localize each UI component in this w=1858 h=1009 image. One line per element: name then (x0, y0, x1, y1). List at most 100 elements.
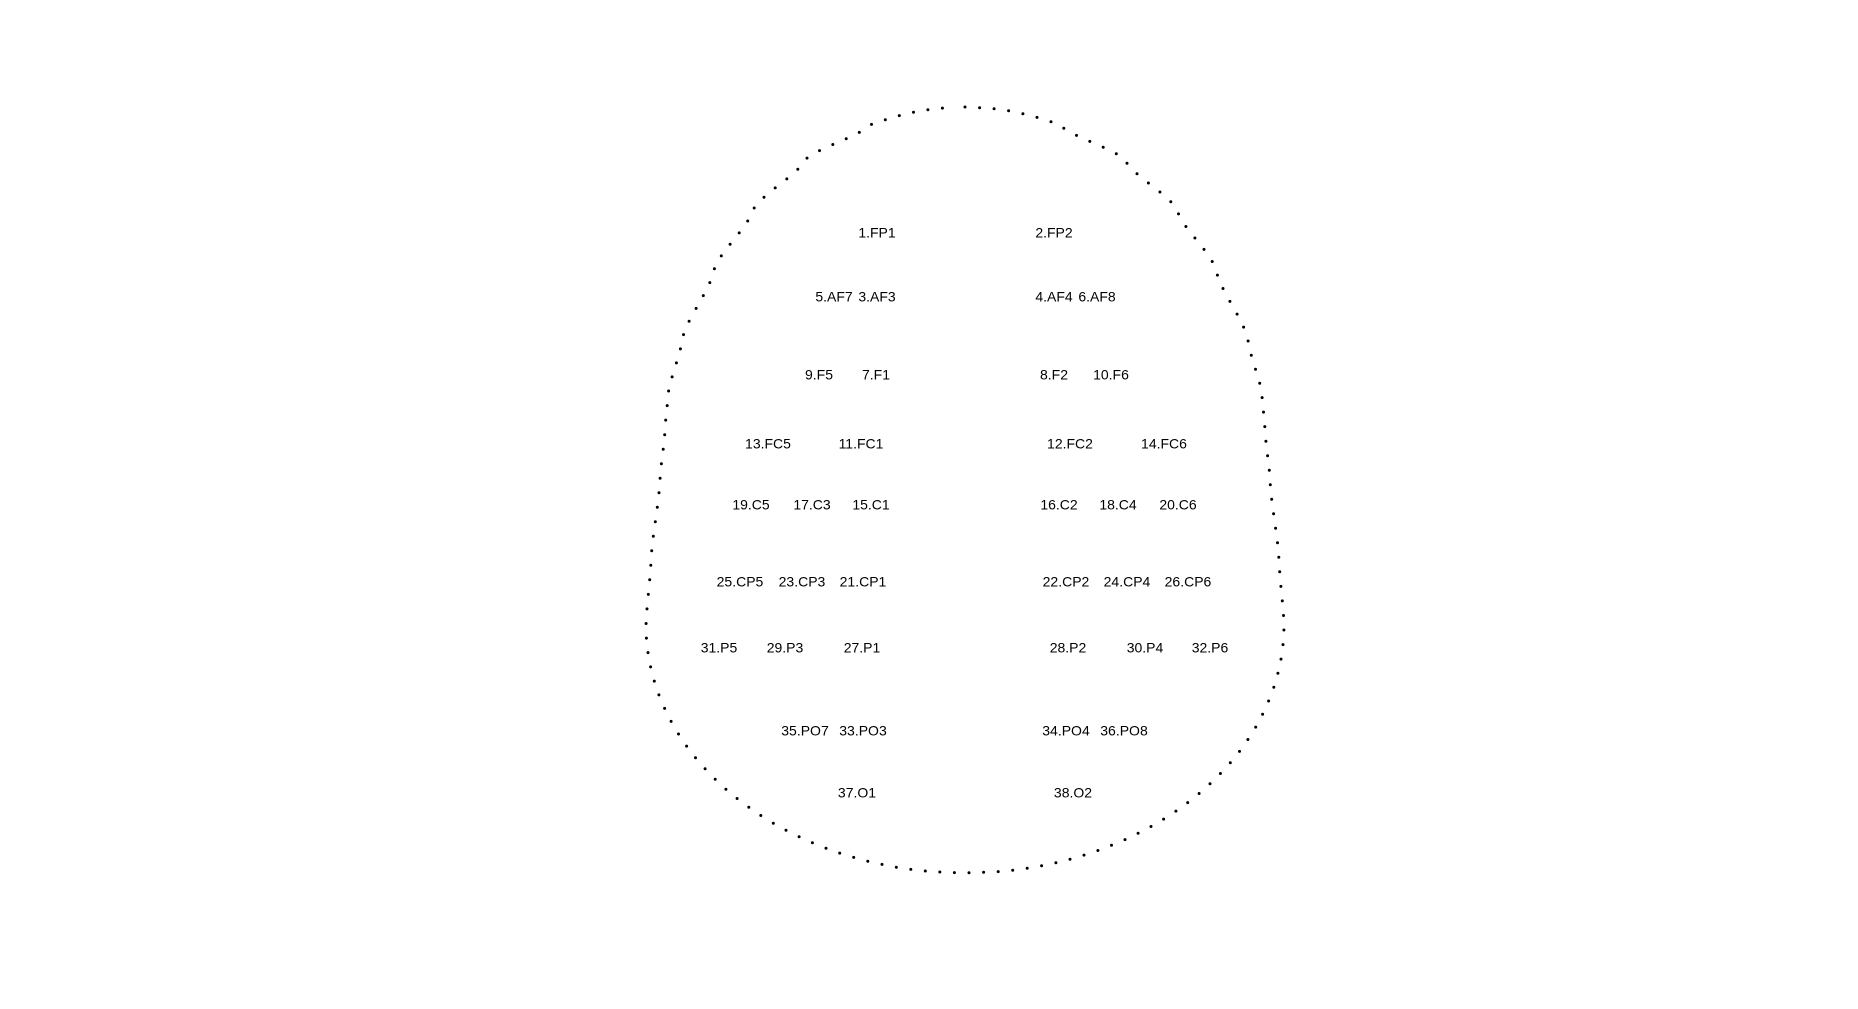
head-outline-dot (708, 281, 712, 285)
head-outline-dot (844, 137, 848, 141)
head-outline-dot (752, 206, 756, 210)
head-outline-dot (1228, 299, 1232, 303)
head-outline-dot (1282, 614, 1285, 617)
head-outline-dot (1249, 353, 1253, 357)
electrode-label-af7: 5.AF7 (815, 289, 853, 305)
head-outline-dot (1082, 853, 1086, 857)
electrode-label-af4: 4.AF4 (1035, 289, 1073, 305)
electrode-label-af3: 3.AF3 (858, 289, 896, 305)
electrode-label-c4: 18.C4 (1099, 497, 1137, 513)
electrode-label-po3: 33.PO3 (839, 723, 887, 739)
head-outline-dot (747, 805, 751, 809)
head-outline-dot (870, 122, 873, 126)
head-outline-dot (1267, 468, 1271, 472)
head-outline-dot (838, 851, 842, 855)
electrode-label-po8: 36.PO8 (1100, 723, 1148, 739)
head-outline-dot (883, 118, 887, 122)
head-outline-dot (694, 756, 697, 760)
head-outline-dot (1215, 273, 1219, 277)
head-outline-dot (1007, 109, 1011, 113)
head-outline-dot (659, 462, 663, 466)
head-outline-dot (1075, 133, 1078, 137)
head-outline-dot (667, 389, 671, 393)
head-outline-dot (1263, 425, 1267, 429)
head-outline-dot (996, 870, 1000, 874)
head-outline-dot (909, 867, 913, 871)
electrode-label-c2: 16.C2 (1040, 497, 1078, 513)
head-outline-dot (665, 404, 669, 408)
head-outline-dot (1277, 555, 1281, 559)
head-outline-dot (1054, 861, 1058, 865)
electrode-label-po7: 35.PO7 (781, 723, 829, 739)
electrode-label-p5: 31.P5 (701, 640, 738, 656)
head-outline-dot (1280, 599, 1284, 603)
head-outline-dot (940, 106, 944, 110)
head-outline-dot (1221, 287, 1225, 290)
head-outline-dot (1021, 112, 1025, 116)
head-outline-dot (852, 855, 856, 859)
electrode-label-o1: 37.O1 (838, 785, 876, 801)
head-outline-dot (824, 846, 828, 850)
head-outline-dot (657, 491, 661, 495)
head-outline-dot (663, 706, 667, 710)
head-outline-dot (1025, 866, 1029, 870)
head-outline-dot (938, 870, 942, 874)
head-outline-dot (1228, 761, 1232, 765)
head-outline-dot (1258, 381, 1262, 385)
electrode-label-c3: 17.C3 (793, 497, 831, 513)
head-outline-dot (657, 693, 661, 697)
head-outline-dot (857, 130, 861, 134)
head-outline-dot (670, 375, 674, 379)
head-outline-dot (746, 219, 750, 223)
head-outline-dot (1162, 817, 1166, 821)
head-outline-dot (912, 110, 915, 114)
head-outline-dot (1186, 801, 1190, 805)
electrode-label-fc1: 11.FC1 (839, 436, 884, 452)
electrode-label-af8: 6.AF8 (1078, 289, 1116, 305)
head-outline-dot (1272, 512, 1276, 516)
electrode-label-fp2: 2.FP2 (1035, 225, 1073, 241)
head-outline-dot (1270, 497, 1274, 501)
head-outline-dot (701, 294, 705, 298)
head-outline-dot (1279, 584, 1283, 588)
head-outline-dot (1062, 126, 1066, 130)
head-outline-dot (1011, 868, 1015, 872)
head-outline-dot (687, 319, 691, 323)
head-outline-dot (1267, 699, 1271, 703)
head-outline-dot (1272, 685, 1276, 689)
head-outline-dot (1282, 628, 1286, 632)
head-outline-dot (1262, 410, 1265, 414)
head-outline-dot (880, 862, 884, 866)
head-outline-dot (682, 333, 685, 337)
head-outline-dot (773, 186, 777, 190)
head-outline-dot (1049, 120, 1053, 124)
head-outline-dot (661, 447, 665, 451)
electrode-label-p6: 32.P6 (1192, 640, 1229, 656)
head-outline-dot (1254, 367, 1257, 371)
head-outline-dot (967, 871, 971, 875)
head-outline-dot (1110, 843, 1113, 847)
head-outline-dot (1169, 200, 1173, 204)
head-outline-dot (1114, 152, 1118, 156)
head-outline-dot (1040, 864, 1044, 868)
head-outline-dot (1184, 225, 1188, 228)
head-outline-dot (1242, 325, 1246, 329)
head-outline-dot (1254, 725, 1258, 729)
head-outline-dot (818, 149, 821, 153)
head-outline-dot (771, 821, 775, 825)
head-outline-dot (1149, 825, 1153, 828)
electrode-label-cp4: 24.CP4 (1104, 574, 1151, 590)
head-outline-dot (785, 177, 789, 181)
head-outline-dot (1174, 809, 1178, 813)
electrode-label-cp1: 21.CP1 (840, 574, 887, 590)
head-outline-dot (1193, 236, 1197, 240)
head-outline-dot (735, 797, 739, 800)
head-outline-dot (1158, 190, 1162, 194)
head-outline-dot (897, 114, 901, 118)
head-outline-dot (1264, 439, 1268, 443)
head-outline-dot (784, 828, 788, 832)
head-outline-dot (664, 418, 668, 422)
electrode-label-c6: 20.C6 (1159, 497, 1197, 513)
